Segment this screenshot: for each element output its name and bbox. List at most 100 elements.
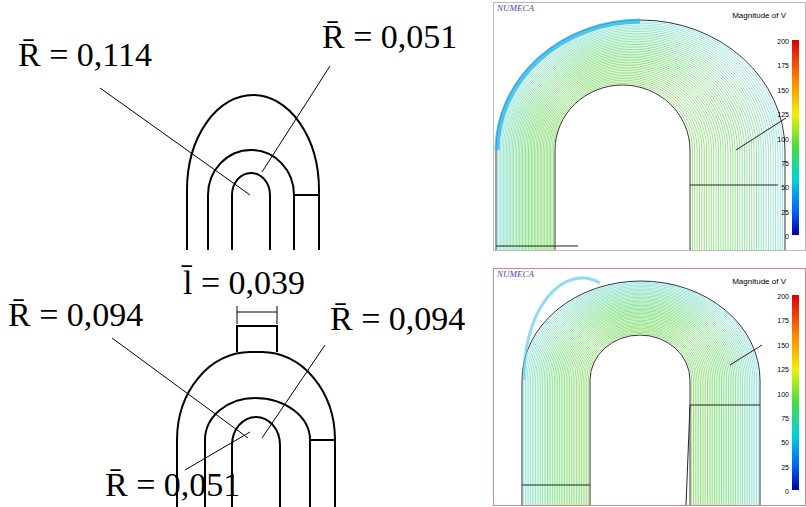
streamline [578,326,702,505]
section-line [496,118,786,246]
leader-line [262,66,330,172]
streamline [582,328,699,505]
dimension-line [237,306,277,324]
tab [237,326,277,352]
streamline [526,53,738,251]
streamlines [522,281,760,505]
streamline [542,70,712,250]
streamline [590,335,690,505]
streamline [545,74,707,250]
leader-line [185,432,250,470]
streamline [544,299,737,505]
dimension-label: R̄ = 0,051 [322,18,457,55]
leader-lines [112,306,325,470]
scale-tick: 0 [785,233,789,241]
streamline [549,78,699,250]
cfd-frame [494,3,806,251]
streamline [511,36,762,250]
streamline [565,315,717,505]
streamline [576,324,704,505]
streamline [566,316,714,505]
scale-tick: 125 [777,111,789,119]
streamline [548,301,734,505]
streamline [539,67,716,250]
streamline [580,327,701,505]
streamline [505,30,771,250]
section-line [522,345,762,505]
leader-line [112,338,248,438]
scale-tick: 150 [777,342,789,350]
wall-band [524,278,600,380]
bend-sketch [187,95,319,250]
dimension-label: R̄ = 0,094 [8,296,143,333]
color-bar [792,295,799,490]
scale-tick: 75 [781,160,789,168]
streamline [571,320,709,505]
scale-tick: 125 [777,366,789,374]
streamline [536,292,746,505]
streamline [515,41,754,250]
streamline [528,56,732,250]
scale-title: Magnitude of V [732,278,786,287]
streamline [540,69,714,250]
streamline [559,311,721,505]
streamline [529,286,753,505]
streamline [541,296,741,505]
scale-tick: 150 [777,87,789,95]
streamline [537,293,744,505]
streamline [568,318,713,505]
streamline [531,288,752,505]
dimension-label: R̄ = 0,094 [330,300,465,337]
streamline [539,295,743,505]
scale-tick: 50 [781,439,789,447]
section-lines [496,118,786,505]
streamline [546,75,704,250]
dimension-label: l̄ = 0,039 [183,264,305,301]
streamline [518,44,749,250]
scale-tick: 25 [781,464,789,472]
scale-tick: 50 [781,184,789,192]
streamline [561,312,720,505]
streamline [522,281,760,505]
streamline [585,331,695,505]
streamline [575,323,706,505]
streamline [509,35,763,250]
cfd-frame [494,269,806,506]
streamline [543,72,709,250]
streamline [583,330,697,505]
software-name: NUMECA [497,270,534,280]
dimension-label: R̄ = 0,051 [105,466,240,503]
streamline [523,49,743,250]
scale-tick: 175 [777,62,789,70]
scale-tick: 100 [777,391,789,399]
leader-line [100,88,250,195]
partition-inner [232,173,270,250]
color-bar [792,40,799,235]
streamline [554,307,726,505]
software-name: NUMECA [497,4,534,14]
streamline [524,51,740,250]
streamline [527,54,735,250]
streamline [548,77,702,250]
streamline [552,82,695,250]
streamline [521,48,745,250]
scale-tick: 75 [781,415,789,423]
streamline [520,46,747,250]
streamline [542,297,739,505]
streamline [525,284,756,505]
streamline [508,33,766,250]
streamline [524,282,759,505]
scale-tick: 175 [777,317,789,325]
dimension-label: R̄ = 0,114 [18,36,152,73]
streamlines [496,20,785,250]
streamline [554,83,693,250]
streamline [556,308,725,505]
scale-tick: 25 [781,209,789,217]
scale-tick: 0 [785,488,789,496]
streamline [537,65,718,250]
streamline [512,38,759,250]
streamline [533,61,726,250]
streamline [532,289,749,505]
